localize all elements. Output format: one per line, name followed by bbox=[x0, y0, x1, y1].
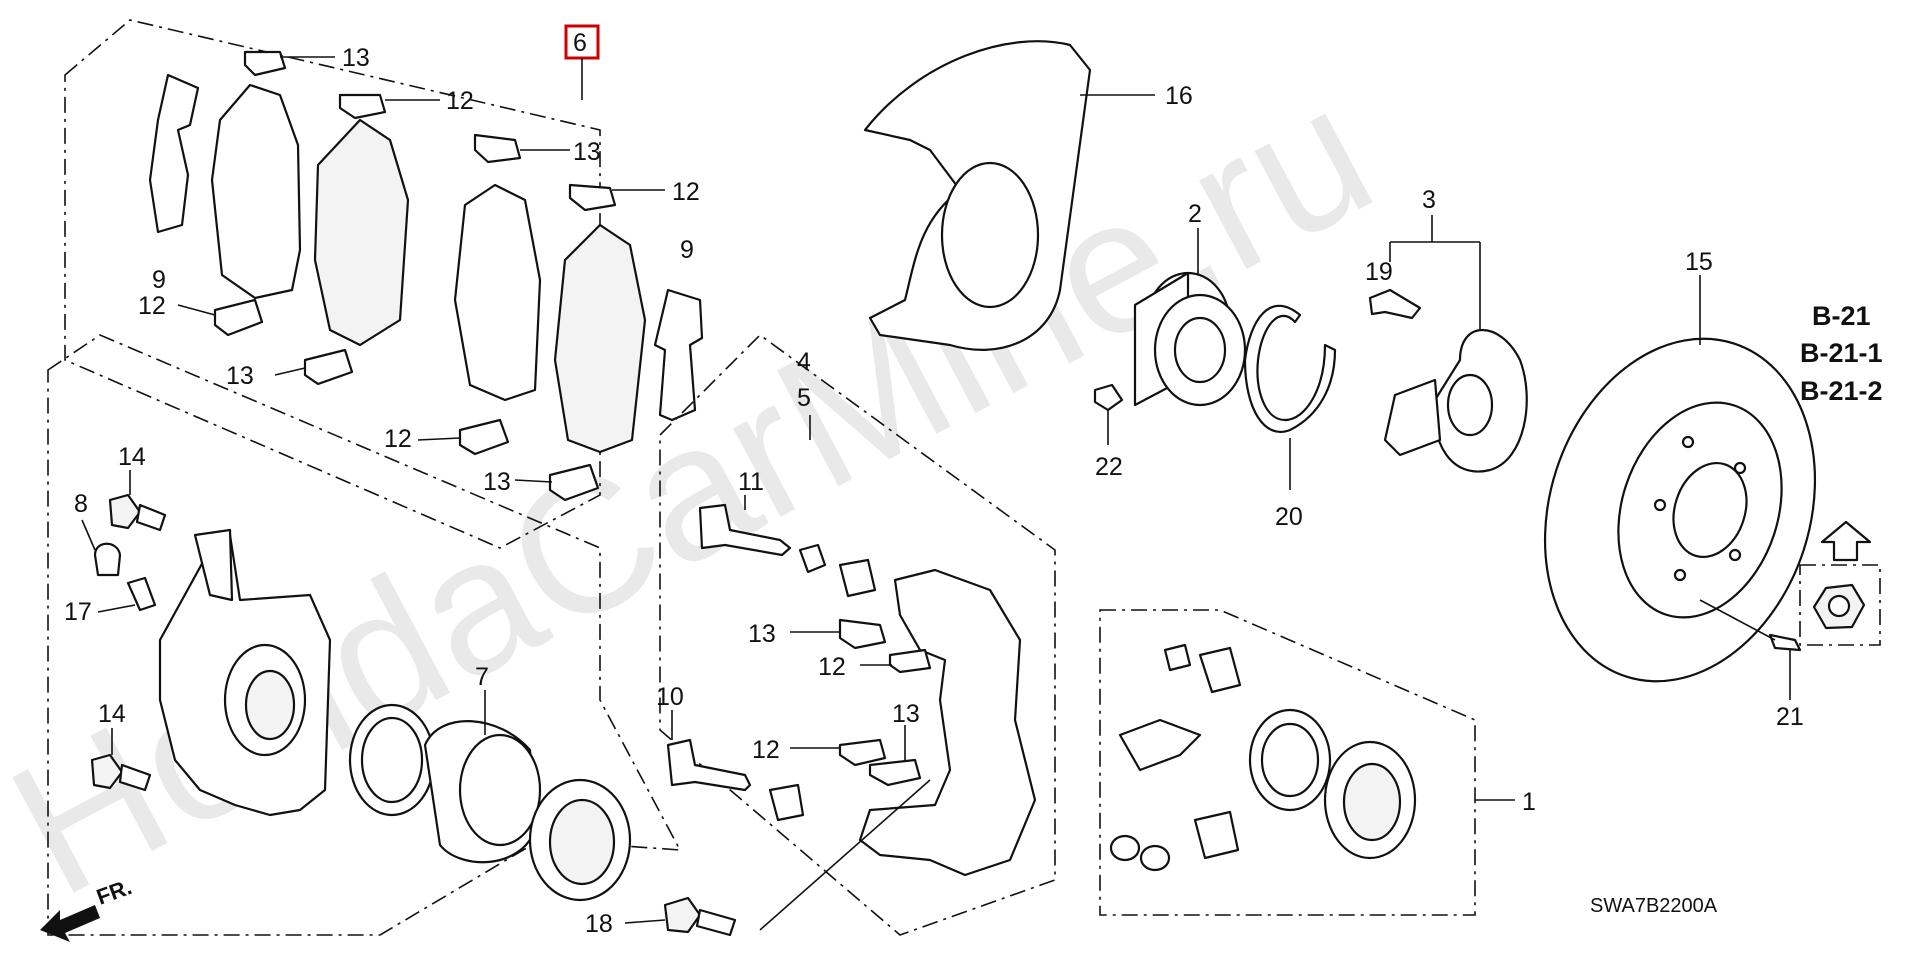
reference-b21-2: B-21-2 bbox=[1800, 376, 1883, 406]
callout-6: 6 bbox=[573, 29, 587, 57]
callout-13c: 13 bbox=[226, 362, 254, 390]
reference-b21: B-21 bbox=[1812, 301, 1871, 331]
brake-pad-3 bbox=[453, 183, 542, 402]
bleeder-screw bbox=[126, 576, 157, 612]
pad-shim-left bbox=[148, 73, 200, 234]
callout-9a: 9 bbox=[152, 266, 166, 294]
callout-16: 16 bbox=[1165, 82, 1193, 110]
bleeder-bolt-14b bbox=[90, 753, 124, 790]
callout-19: 19 bbox=[1365, 258, 1393, 286]
callout-3: 3 bbox=[1422, 186, 1436, 214]
callout-13b: 13 bbox=[573, 138, 601, 166]
caliper-bracket bbox=[858, 568, 1037, 877]
callout-12f: 12 bbox=[752, 736, 780, 764]
pad-shim-right bbox=[653, 288, 704, 422]
callout-13a: 13 bbox=[342, 44, 370, 72]
callout-8: 8 bbox=[74, 490, 88, 518]
callout-5: 5 bbox=[797, 384, 811, 412]
brake-pad-4 bbox=[553, 223, 647, 454]
reference-block: B-21 B-21-1 B-21-2 bbox=[1799, 301, 1883, 646]
callout-13d: 13 bbox=[483, 468, 511, 496]
callout-15: 15 bbox=[1685, 248, 1713, 276]
callout-1: 1 bbox=[1522, 788, 1536, 816]
front-arrow-icon bbox=[40, 905, 100, 942]
pin-boot-c bbox=[768, 783, 805, 822]
wheel-stud bbox=[1368, 288, 1422, 320]
callout-9b: 9 bbox=[680, 236, 694, 264]
wheel-nut-box bbox=[1799, 564, 1881, 646]
callout-14b: 14 bbox=[98, 700, 126, 728]
bleeder-cap bbox=[93, 542, 122, 577]
callout-18: 18 bbox=[585, 910, 613, 938]
callout-12d: 12 bbox=[384, 425, 412, 453]
callout-12c: 12 bbox=[138, 292, 166, 320]
guide-pin-10 bbox=[666, 738, 752, 792]
pad-clips bbox=[213, 50, 617, 502]
flange-bolt-22 bbox=[1093, 383, 1124, 412]
snap-ring bbox=[1243, 304, 1337, 433]
callout-21: 21 bbox=[1776, 703, 1804, 731]
bearing-group: 2 20 22 bbox=[1093, 200, 1337, 531]
splash-guard-group: 16 bbox=[863, 40, 1193, 351]
diagram-code: SWA7B2200A bbox=[1590, 895, 1718, 917]
caliper-body-group: 14 8 17 14 7 18 bbox=[47, 334, 737, 938]
brake-pad-2 bbox=[313, 118, 410, 347]
brake-pad-1 bbox=[210, 83, 302, 300]
pin-boot-b bbox=[838, 558, 877, 598]
callout-22: 22 bbox=[1095, 453, 1123, 481]
callout-17: 17 bbox=[64, 598, 92, 626]
hub-group: 3 19 bbox=[1365, 186, 1528, 473]
callout-14a: 14 bbox=[118, 443, 146, 471]
callout-2: 2 bbox=[1188, 200, 1202, 228]
caliper-bracket-group: 4 5 11 10 13 12 12 13 bbox=[656, 333, 1056, 936]
brake-disc-group: 15 21 bbox=[1543, 248, 1817, 731]
pin-boot-a bbox=[798, 543, 827, 574]
callout-12e: 12 bbox=[818, 653, 846, 681]
callout-12a: 12 bbox=[446, 87, 474, 115]
callout-13f: 13 bbox=[892, 700, 920, 728]
callout-4: 4 bbox=[797, 348, 811, 376]
callout-20: 20 bbox=[1275, 503, 1303, 531]
splash-guard-hole bbox=[940, 161, 1040, 309]
bleeder-bolt-14a bbox=[108, 493, 142, 530]
callout-13e: 13 bbox=[748, 620, 776, 648]
up-arrow-icon bbox=[1820, 520, 1872, 562]
callout-7: 7 bbox=[475, 663, 489, 691]
seal-kit-group: 1 bbox=[1099, 609, 1536, 916]
guide-pin-11 bbox=[698, 503, 792, 557]
pad-set-group: 6 13 12 13 12 9 bbox=[64, 19, 704, 549]
caliper-bolt-18 bbox=[663, 896, 702, 934]
callout-11: 11 bbox=[738, 468, 764, 496]
reference-b21-1: B-21-1 bbox=[1800, 338, 1883, 368]
watermark: HondaCarMine.ru bbox=[0, 45, 1403, 936]
callout-12b: 12 bbox=[672, 178, 700, 206]
disc-screw bbox=[1768, 633, 1802, 652]
callout-10: 10 bbox=[656, 683, 684, 711]
